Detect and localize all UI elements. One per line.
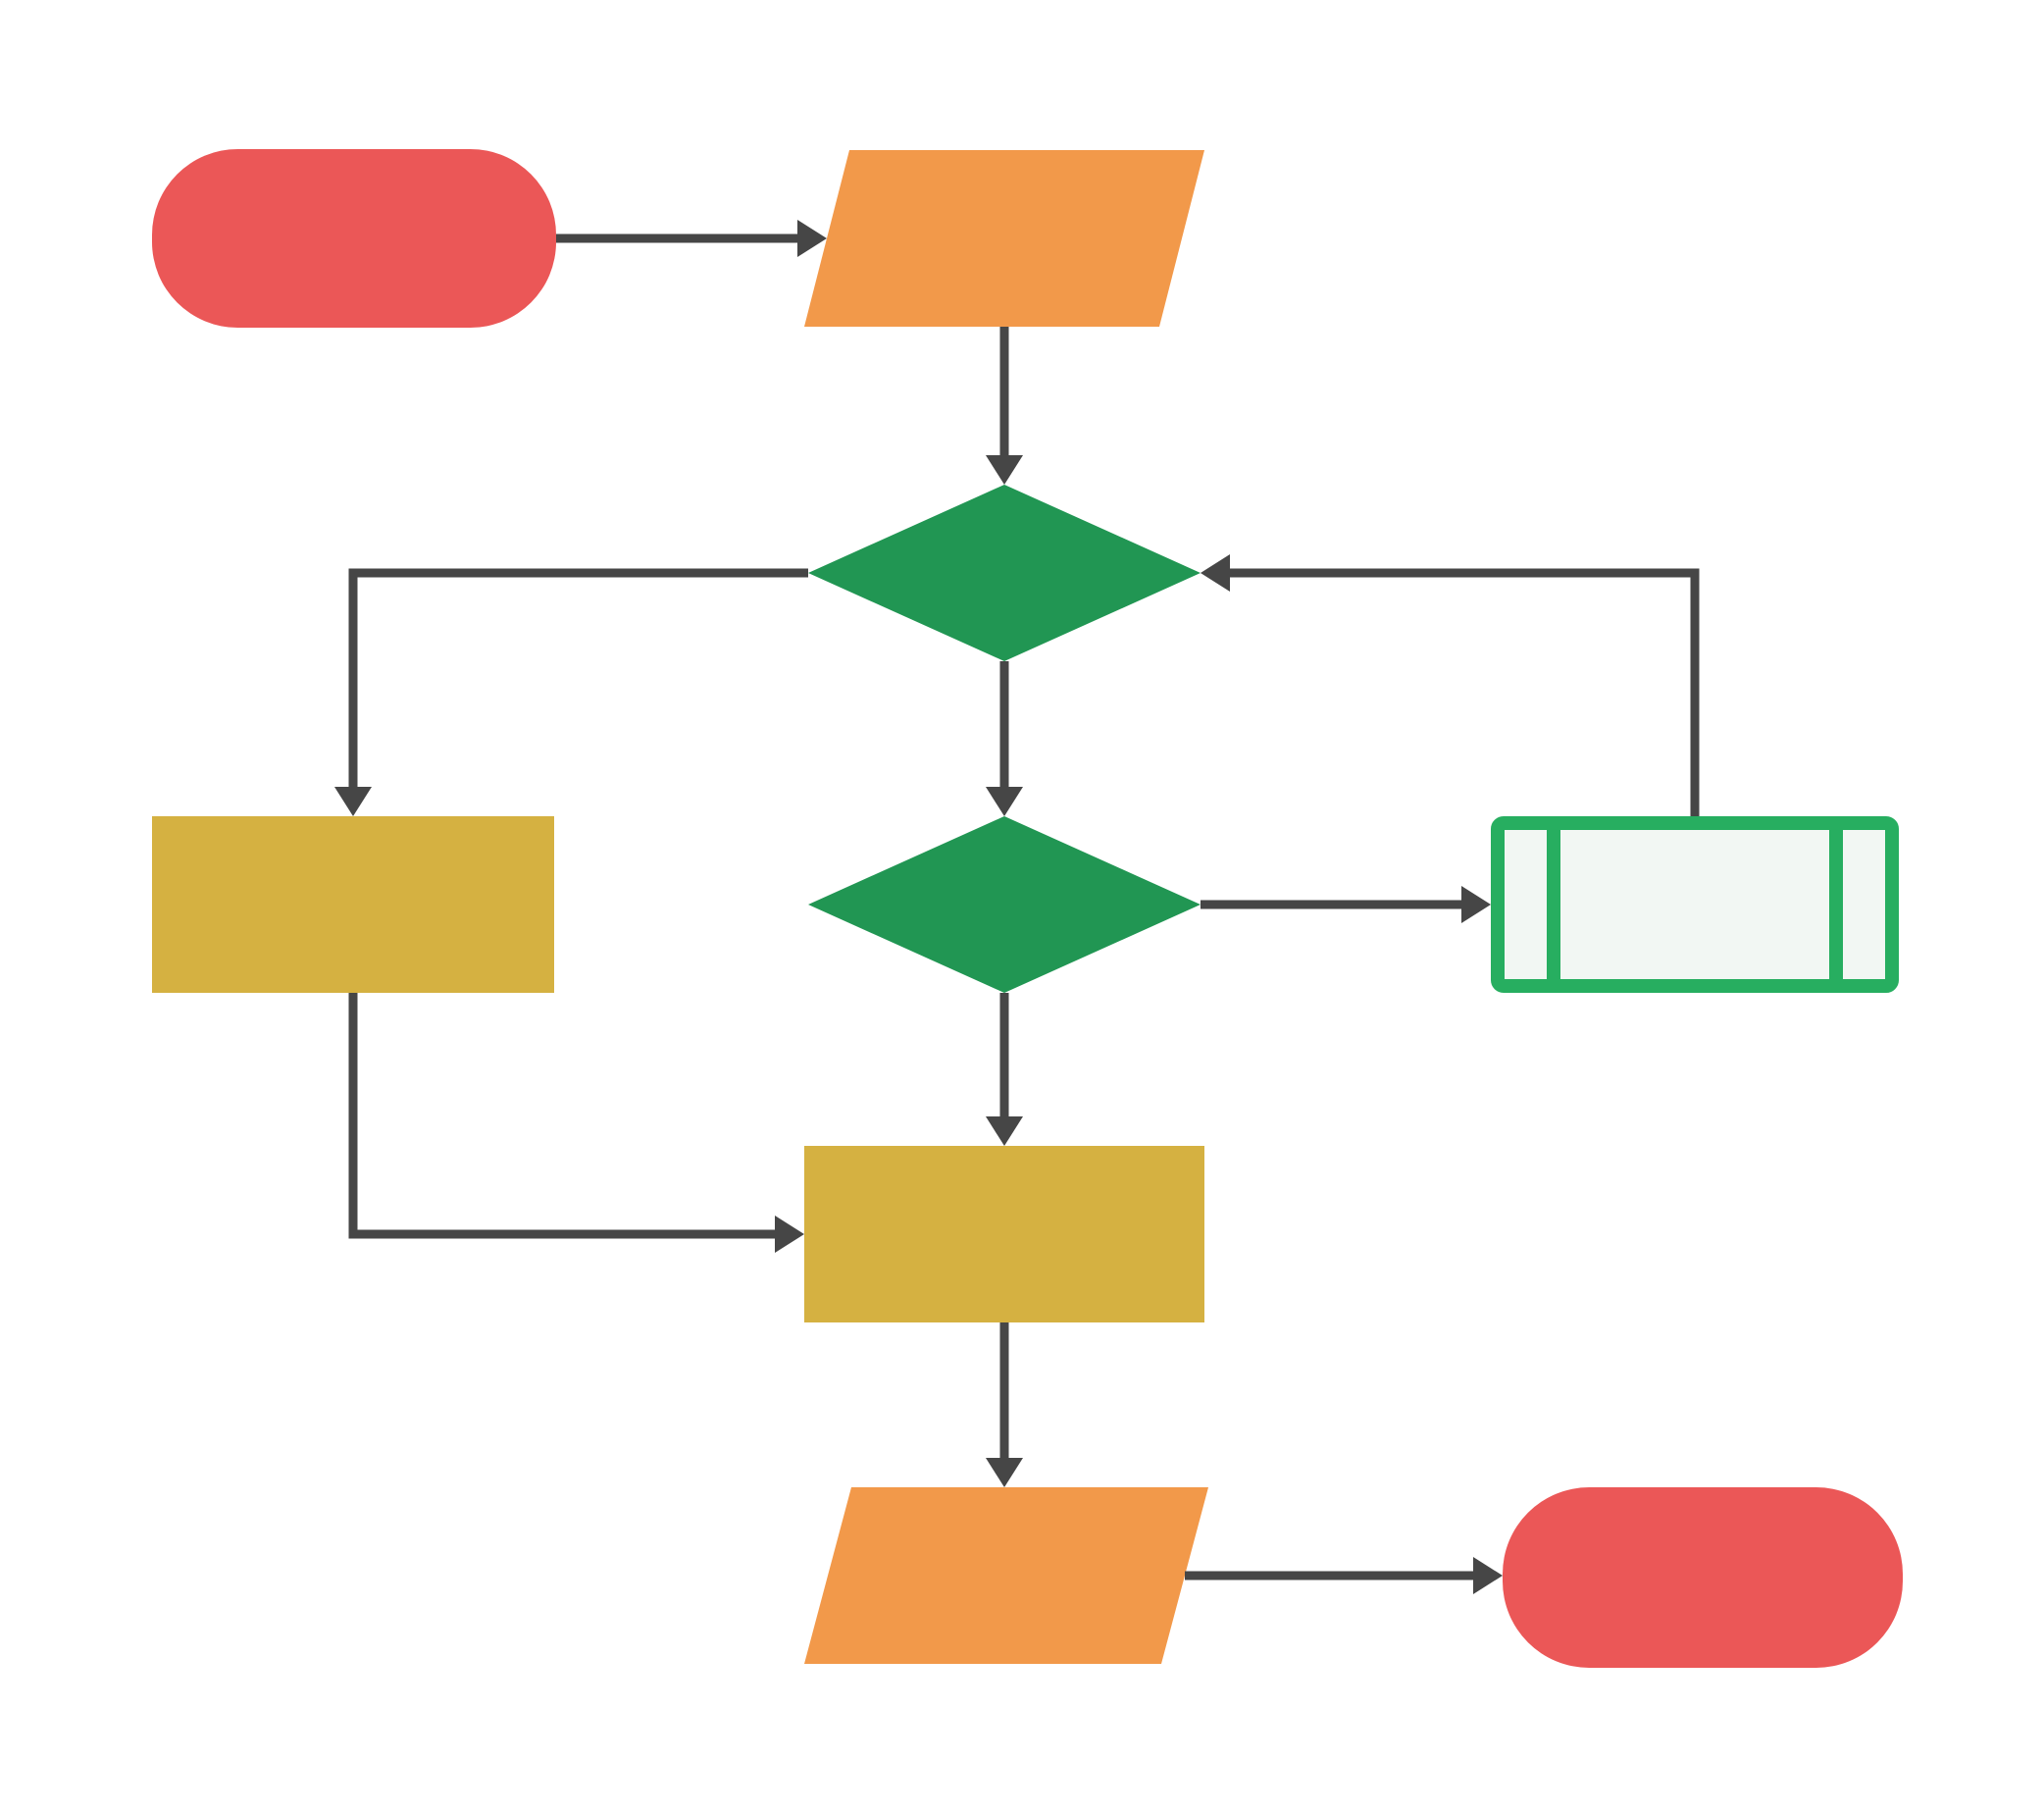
arrowhead [986,1116,1023,1146]
connector-decision-bot-to-predef[interactable] [1201,886,1491,923]
io-shape-bottom[interactable] [804,1487,1208,1664]
process-center[interactable] [804,1146,1204,1322]
end-terminator-shape [1503,1487,1903,1668]
connector-path [348,993,776,1239]
predefined-process-shape [1491,816,1899,993]
end-terminator[interactable] [1503,1487,1903,1668]
start-terminator[interactable] [152,149,556,328]
connector-left-to-center[interactable] [348,993,804,1253]
io-shape-top-shape [804,150,1204,327]
arrowhead [986,1458,1023,1487]
decision-top-shape [808,485,1201,661]
decision-top[interactable] [808,485,1201,661]
arrowhead [986,787,1023,816]
arrowhead [334,787,372,816]
decision-bottom[interactable] [808,816,1201,993]
arrowhead [986,455,1023,485]
arrowhead [797,220,827,257]
io-shape-bottom-shape [804,1487,1208,1664]
process-center-shape [804,1146,1204,1322]
connector-decision-top-to-bottom[interactable] [986,661,1023,816]
connector-decision-bot-to-center[interactable] [986,993,1023,1146]
process-left-shape [152,816,554,993]
arrowhead [1201,554,1230,592]
decision-bottom-shape [808,816,1201,993]
connector-predef-to-decision-top[interactable] [1201,554,1700,816]
connector-io-bottom-to-end[interactable] [1185,1557,1503,1594]
start-terminator-shape [152,149,556,328]
arrowhead [1461,886,1491,923]
connector-io-top-to-decision-top[interactable] [986,327,1023,485]
arrowhead [1473,1557,1503,1594]
process-left[interactable] [152,816,554,993]
connector-start-to-io-top[interactable] [556,220,827,257]
io-shape-top[interactable] [804,150,1204,327]
connector-path [1229,568,1700,816]
predefined-process[interactable] [1491,816,1899,993]
arrowhead [775,1216,804,1253]
connector-center-to-io-bottom[interactable] [986,1322,1023,1487]
connector-decision-top-to-left[interactable] [334,568,808,816]
connector-path [348,568,808,788]
